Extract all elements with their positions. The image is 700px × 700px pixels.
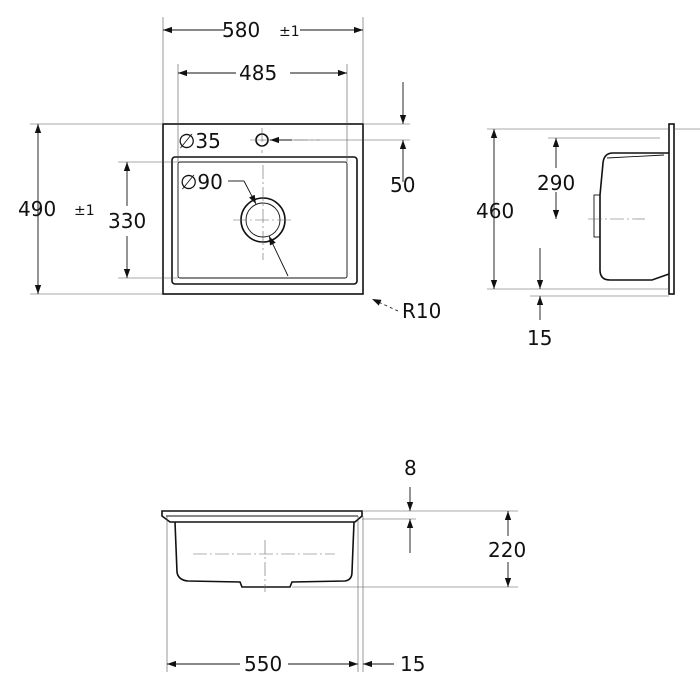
sink-outer-outline [162, 123, 364, 295]
front-rim [161, 510, 363, 523]
dim-side-15: 15 [527, 326, 552, 350]
dim-tap-diameter: ∅35 [178, 129, 221, 153]
side-drain-stub [593, 194, 601, 238]
front-view: 8 220 550 15 [161, 456, 526, 676]
bowl-outline [171, 156, 358, 285]
dim-50: 50 [390, 173, 415, 197]
side-view: 460 290 15 [476, 123, 700, 350]
dim-490: 490 [18, 197, 56, 221]
front-bowl [174, 521, 355, 588]
dim-220: 220 [488, 538, 526, 562]
dim-r10: R10 [402, 299, 441, 323]
dim-330: 330 [108, 209, 146, 233]
dim-290: 290 [537, 171, 575, 195]
dim-485: 485 [239, 61, 277, 85]
dim-550: 550 [244, 652, 282, 676]
tol-580: ±1 [279, 24, 300, 40]
dim-460: 460 [476, 199, 514, 223]
top-view: 580 ±1 485 490 ±1 330 50 ∅35 ∅90 [18, 17, 441, 323]
dim-front-15: 15 [400, 652, 425, 676]
bowl-inner-outline [177, 161, 348, 279]
tol-490: ±1 [74, 203, 95, 219]
dim-8: 8 [404, 456, 417, 480]
dim-580: 580 [222, 18, 260, 42]
dim-drain-diameter: ∅90 [180, 170, 223, 194]
side-bowl-profile [599, 152, 670, 281]
side-deck-plate [668, 123, 675, 295]
